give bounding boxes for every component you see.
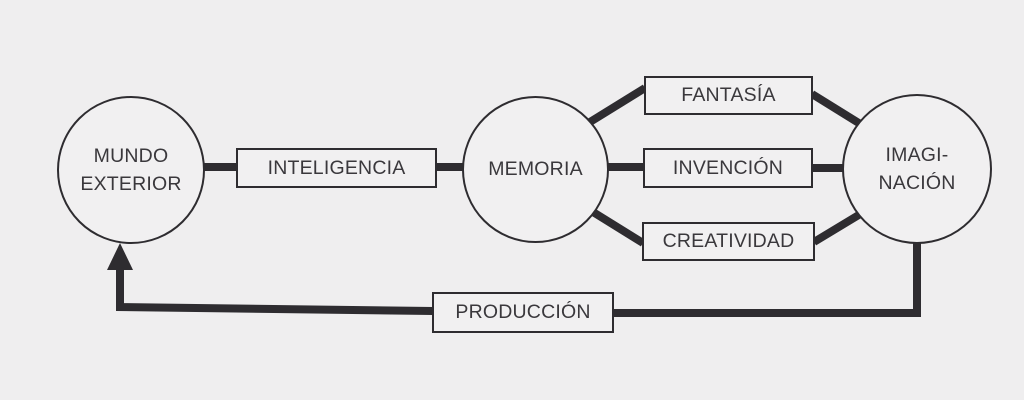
- node-memoria: MEMORIA: [462, 96, 609, 243]
- node-mundo-exterior-line2: EXTERIOR: [80, 173, 182, 195]
- node-mundo-exterior: MUNDO EXTERIOR: [57, 96, 205, 244]
- node-produccion: PRODUCCIÓN: [432, 292, 614, 333]
- edge-memoria-fantasia: [587, 84, 648, 126]
- node-creatividad: CREATIVIDAD: [642, 222, 815, 261]
- edge-memoria-creatividad: [590, 208, 646, 247]
- node-invencion: INVENCIÓN: [643, 148, 813, 188]
- node-fantasia: FANTASÍA: [644, 76, 813, 115]
- node-fantasia-label: FANTASÍA: [681, 84, 776, 106]
- node-inteligencia: INTELIGENCIA: [236, 148, 437, 188]
- edge-produccion-mundo: [116, 266, 434, 315]
- node-produccion-label: PRODUCCIÓN: [455, 301, 591, 323]
- node-inteligencia-label: INTELIGENCIA: [267, 156, 406, 179]
- node-memoria-label: MEMORIA: [488, 158, 583, 181]
- edge-fantasia-imaginacion: [809, 90, 865, 129]
- node-imaginacion: IMAGI- NACIÓN: [842, 94, 992, 244]
- node-mundo-exterior-line1: MUNDO: [93, 144, 169, 167]
- node-creatividad-label: CREATIVIDAD: [662, 230, 795, 252]
- node-imaginacion-line2: NACIÓN: [878, 172, 956, 194]
- edge-creatividad-imaginacion: [811, 209, 865, 246]
- arrowhead-icon: [107, 243, 133, 270]
- edge-imaginacion-produccion: [613, 243, 921, 317]
- node-imaginacion-line1: IMAGI-: [885, 143, 949, 166]
- node-invencion-label: INVENCIÓN: [672, 156, 784, 179]
